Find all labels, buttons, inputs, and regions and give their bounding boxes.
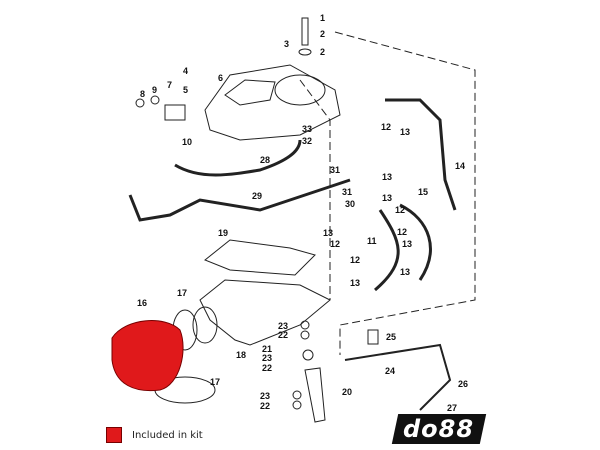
part-number-label: 25 bbox=[386, 332, 396, 342]
part-number-label: 22 bbox=[262, 363, 272, 373]
part-number-label: 13 bbox=[382, 172, 392, 182]
part-number-label: 21 bbox=[262, 344, 272, 354]
part-number-label: 27 bbox=[447, 403, 457, 413]
part-number-label: 30 bbox=[345, 199, 355, 209]
part-number-label: 13 bbox=[402, 239, 412, 249]
gasket bbox=[204, 239, 316, 276]
assembly-dashed-line bbox=[299, 79, 331, 300]
part-number-label: 31 bbox=[342, 187, 352, 197]
logo-text: do88 bbox=[403, 415, 475, 443]
part-number-label: 7 bbox=[167, 80, 172, 90]
part-number-label: 22 bbox=[278, 330, 288, 340]
part-number-label: 20 bbox=[342, 387, 352, 397]
part-number-label: 13 bbox=[350, 278, 360, 288]
part-number-label: 8 bbox=[140, 89, 145, 99]
part-number-label: 33 bbox=[302, 124, 312, 134]
part-number-label: 12 bbox=[381, 122, 391, 132]
part-number-label: 31 bbox=[330, 165, 340, 175]
part-number-label: 12 bbox=[397, 227, 407, 237]
legend-swatch bbox=[106, 427, 122, 443]
hose bbox=[128, 178, 351, 222]
throttle-body bbox=[204, 64, 341, 141]
part-number-label: 12 bbox=[330, 239, 340, 249]
hose bbox=[399, 203, 432, 281]
part-number-label: 3 bbox=[284, 39, 289, 49]
part-number-label: 10 bbox=[182, 137, 192, 147]
part-number-label: 19 bbox=[218, 228, 228, 238]
assembly-dashed-line bbox=[334, 31, 476, 355]
part-number-label: 26 bbox=[458, 379, 468, 389]
part-number-label: 17 bbox=[177, 288, 187, 298]
intake-plenum bbox=[199, 279, 331, 346]
part-number-label: 14 bbox=[455, 161, 465, 171]
part-number-label: 11 bbox=[367, 236, 377, 246]
part-number-label: 15 bbox=[418, 187, 428, 197]
bolt bbox=[301, 17, 309, 46]
hose bbox=[374, 209, 400, 292]
part-number-label: 2 bbox=[320, 47, 325, 57]
part-number-label: 13 bbox=[323, 228, 333, 238]
included-part-silicone-elbow bbox=[111, 320, 184, 392]
part-number-label: 5 bbox=[183, 85, 188, 95]
part-number-label: 4 bbox=[183, 66, 188, 76]
legend: Included in kit bbox=[106, 427, 203, 443]
part-number-label: 23 bbox=[262, 353, 272, 363]
part-number-label: 29 bbox=[252, 191, 262, 201]
sensor-line bbox=[344, 343, 452, 411]
part-number-label: 13 bbox=[382, 193, 392, 203]
part-number-label: 9 bbox=[152, 85, 157, 95]
part-number-label: 32 bbox=[302, 136, 312, 146]
part-number-label: 12 bbox=[395, 205, 405, 215]
part-number-label: 17 bbox=[210, 377, 220, 387]
part-number-label: 6 bbox=[218, 73, 223, 83]
part-number-label: 23 bbox=[278, 321, 288, 331]
brand-logo: do88 bbox=[391, 414, 487, 444]
part-number-label: 2 bbox=[320, 29, 325, 39]
part-number-label: 18 bbox=[236, 350, 246, 360]
legend-label: Included in kit bbox=[132, 429, 203, 441]
part-number-label: 23 bbox=[260, 391, 270, 401]
part-number-label: 28 bbox=[260, 155, 270, 165]
part-number-label: 13 bbox=[400, 267, 410, 277]
hose bbox=[385, 98, 457, 211]
part-number-label: 1 bbox=[320, 13, 325, 23]
part-number-label: 16 bbox=[137, 298, 147, 308]
part-number-label: 12 bbox=[350, 255, 360, 265]
part-number-label: 24 bbox=[385, 366, 395, 376]
part-number-label: 22 bbox=[260, 401, 270, 411]
hose bbox=[174, 139, 302, 177]
part-number-label: 13 bbox=[400, 127, 410, 137]
bracket bbox=[304, 367, 326, 423]
